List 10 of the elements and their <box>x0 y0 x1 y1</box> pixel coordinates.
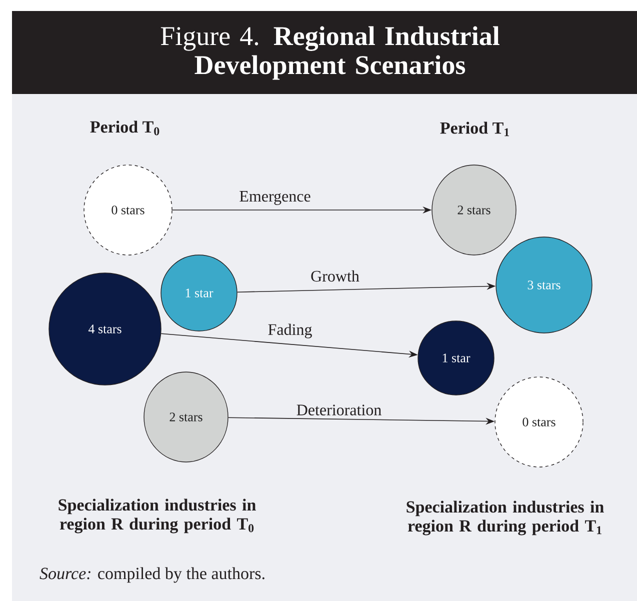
edge-label: Growth <box>310 269 360 283</box>
edge-label: Emergence <box>238 190 312 206</box>
period-label: Period T$_{0}$ <box>90 120 160 136</box>
title-banner: Figure 4. Regional Industrial Development Scenarios <box>12 11 637 94</box>
source-note: Source: compiled by the authors. <box>40 567 264 583</box>
edge-label: Fading <box>266 322 314 340</box>
edge-label: Deterioration <box>295 404 383 416</box>
period-label: Period T$_{1}$ <box>440 122 509 136</box>
period-label: Specialization industries in region R during period T$_{0}$ <box>58 498 256 534</box>
period-label: Specialization industries in region R during period T$_{1}$ <box>406 500 604 536</box>
